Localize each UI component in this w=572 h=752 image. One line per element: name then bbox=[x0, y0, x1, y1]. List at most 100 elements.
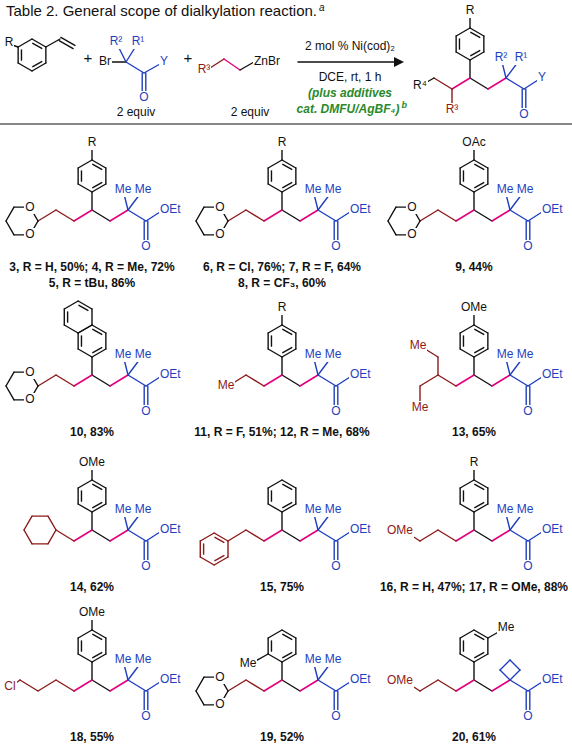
substituent-label: OMe bbox=[78, 456, 106, 469]
footnote-mark: a bbox=[318, 2, 326, 13]
substituent-label: R³ bbox=[197, 63, 212, 76]
atom-label: Me bbox=[324, 653, 343, 666]
bond-line bbox=[470, 52, 484, 60]
bond-line bbox=[282, 630, 296, 638]
atom-label: Me bbox=[134, 653, 153, 666]
bond-line bbox=[460, 160, 474, 168]
substituent-label: R bbox=[277, 136, 288, 149]
bond-line bbox=[526, 541, 527, 560]
bond-line bbox=[334, 221, 335, 240]
bond-line bbox=[459, 168, 460, 184]
atom-label: O bbox=[330, 560, 341, 573]
bond-line bbox=[48, 516, 56, 530]
bond-line bbox=[388, 221, 396, 235]
bond-line bbox=[64, 309, 65, 325]
bond-line bbox=[281, 662, 282, 680]
atom-label: O bbox=[214, 671, 225, 684]
atom-label: Me bbox=[409, 339, 428, 352]
bond-line bbox=[528, 377, 542, 386]
bond-line bbox=[460, 504, 474, 512]
bond-line bbox=[81, 171, 82, 181]
additive-text: cat. DMFU/AgBF₄) bbox=[296, 103, 401, 116]
bond-line bbox=[438, 680, 456, 691]
bond-line bbox=[282, 184, 296, 192]
bond-line bbox=[483, 36, 484, 52]
bond-line bbox=[92, 210, 110, 221]
bond-line bbox=[264, 680, 282, 691]
atom-label: O bbox=[522, 560, 533, 573]
bond-line bbox=[267, 638, 268, 654]
bond-line bbox=[318, 210, 336, 221]
condition-text: DCE, rt, 1 h bbox=[318, 71, 383, 84]
bond-line bbox=[56, 375, 74, 386]
bond-line bbox=[141, 73, 142, 92]
bond-line bbox=[475, 503, 484, 508]
bond-line bbox=[147, 541, 148, 560]
atom-label: O bbox=[330, 240, 341, 253]
bond-line bbox=[300, 375, 318, 386]
bond-line bbox=[268, 654, 282, 662]
bond-line bbox=[264, 375, 282, 386]
bond-line bbox=[460, 184, 474, 192]
reagent-label: ZnBr bbox=[253, 55, 281, 68]
bond-line bbox=[93, 329, 102, 334]
bond-line bbox=[487, 638, 488, 654]
bond-line bbox=[471, 32, 480, 37]
bond-line bbox=[460, 480, 474, 488]
bond-line bbox=[267, 488, 268, 504]
atom-label: O bbox=[406, 228, 417, 241]
bond-line bbox=[128, 530, 146, 541]
bond-line bbox=[474, 630, 488, 638]
bond-line bbox=[64, 301, 78, 309]
bond-line bbox=[474, 680, 492, 691]
bond-line bbox=[529, 221, 530, 240]
bond-line bbox=[6, 372, 14, 386]
atom-label: Me bbox=[114, 183, 133, 196]
bond-line bbox=[528, 682, 542, 691]
atom-label: OEt bbox=[541, 523, 564, 536]
atom-label: Cl bbox=[3, 680, 16, 693]
atom-label: Me bbox=[134, 183, 153, 196]
atom-label: O bbox=[138, 91, 149, 104]
atom-label: R¹ bbox=[514, 51, 529, 64]
bond-line bbox=[282, 504, 296, 512]
atom-label: O bbox=[330, 405, 341, 418]
atom-label: Me bbox=[516, 348, 535, 361]
bond-line bbox=[510, 210, 528, 221]
bond-line bbox=[268, 630, 282, 638]
atom-label: Me bbox=[114, 503, 133, 516]
additive-text: (plus additives bbox=[307, 87, 393, 100]
bond-line bbox=[110, 530, 128, 541]
atom-label: OEt bbox=[349, 203, 372, 216]
compound-caption: 18, 55% bbox=[69, 731, 115, 744]
bond-line bbox=[78, 504, 92, 512]
equivalents-note: 2 equiv bbox=[116, 106, 157, 119]
bond-line bbox=[336, 212, 350, 221]
atom-label: OMe bbox=[386, 674, 414, 687]
bond-line bbox=[526, 221, 527, 240]
bond-line bbox=[74, 210, 92, 221]
plus-sign: + bbox=[83, 50, 94, 67]
bond-line bbox=[147, 221, 148, 240]
substituent-label: R bbox=[465, 4, 476, 17]
bond-line bbox=[268, 480, 282, 488]
bond-line bbox=[456, 680, 474, 691]
bond-line bbox=[18, 39, 32, 47]
bond-line bbox=[281, 357, 282, 375]
bond-line bbox=[56, 680, 74, 691]
substituent-label: Me bbox=[497, 621, 516, 634]
bond-line bbox=[268, 325, 282, 333]
table-title: Table 2. General scope of dialkylation r… bbox=[6, 3, 317, 20]
bond-line bbox=[460, 325, 474, 333]
bond-line bbox=[271, 641, 272, 651]
bond-line bbox=[420, 530, 438, 541]
atom-label: Me bbox=[114, 653, 133, 666]
bond-line bbox=[470, 78, 488, 89]
bond-line bbox=[92, 160, 106, 168]
bond-line bbox=[475, 329, 484, 334]
atom-label: OEt bbox=[541, 368, 564, 381]
bond-line bbox=[336, 682, 350, 691]
bond-line bbox=[500, 660, 510, 670]
